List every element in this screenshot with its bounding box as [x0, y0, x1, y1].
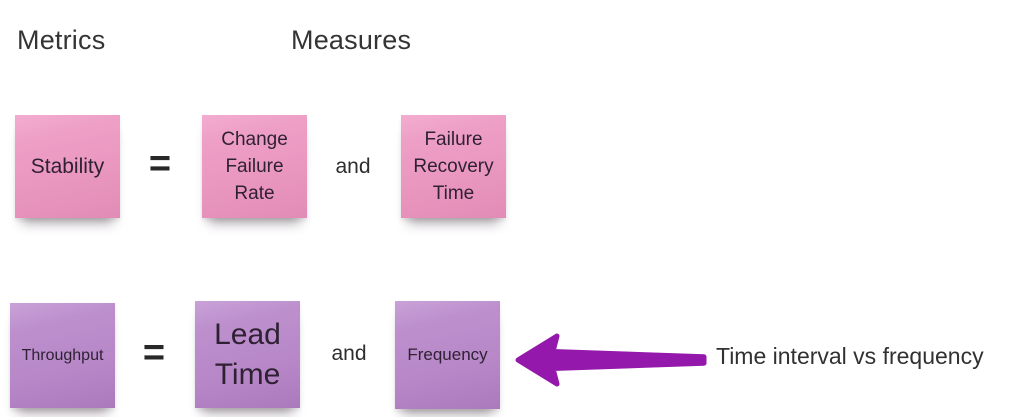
sticky-note-lead-time-label: Lead Time — [214, 317, 281, 391]
sticky-note-failure-recovery-time: Failure Recovery Time — [401, 115, 506, 218]
sticky-note-change-failure-rate: Change Failure Rate — [202, 115, 307, 218]
sticky-note-throughput-label: Throughput — [21, 346, 104, 364]
annotation-label: Time interval vs frequency — [716, 343, 984, 369]
sticky-note-failure-recovery-time-label: Failure Recovery Time — [413, 129, 494, 204]
equals-sign-row1: = — [148, 143, 172, 185]
sticky-note-change-failure-rate-label: Change Failure Rate — [221, 129, 288, 204]
sticky-note-stability: Stability — [15, 115, 120, 218]
sticky-note-throughput: Throughput — [10, 303, 115, 408]
sticky-note-lead-time: Lead Time — [195, 301, 300, 408]
sticky-note-stability-label: Stability — [30, 154, 105, 178]
and-label-row1: and — [335, 154, 371, 178]
sticky-note-frequency: Frequency — [395, 301, 500, 409]
and-label-row2: and — [331, 341, 367, 365]
metrics-column-heading: Metrics — [17, 25, 106, 55]
sticky-note-frequency-label: Frequency — [407, 345, 488, 364]
equals-sign-row2: = — [142, 332, 166, 374]
measures-column-heading: Measures — [291, 25, 412, 55]
